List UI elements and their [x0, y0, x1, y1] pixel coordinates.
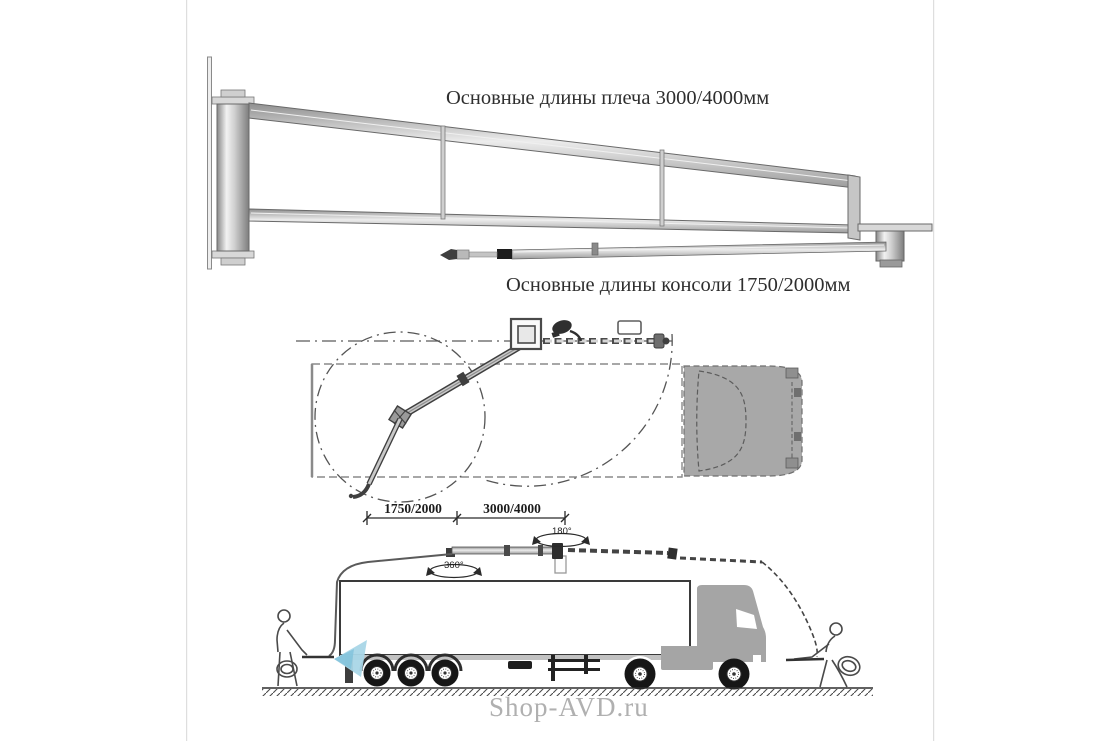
trailer-plan-outline — [311, 363, 683, 478]
rotation-ellipse-360 — [426, 563, 482, 579]
hose-to-right-worker — [761, 561, 819, 658]
console-fitting — [456, 249, 470, 260]
worker-right — [785, 622, 861, 688]
cab-plan-view — [683, 365, 803, 477]
boom-arm-over-truck — [446, 543, 563, 559]
elbow-rotation-label: 360° — [444, 560, 464, 571]
console-black-band — [497, 249, 512, 259]
cab-window — [736, 609, 757, 629]
console-arm-plan — [348, 417, 403, 499]
landing-gear — [548, 655, 600, 681]
trailer-mudflap — [345, 656, 353, 683]
truck-cab-side-view — [622, 585, 766, 692]
pivot-column-top-cap — [220, 89, 246, 98]
lower-flange — [211, 250, 255, 259]
console-swing-circle — [314, 331, 486, 503]
roof-hose-line — [328, 553, 453, 657]
boom-end-top-plate — [857, 223, 933, 232]
hose-coil-right — [837, 655, 861, 677]
console-mid-fitting — [591, 242, 599, 256]
shop-watermark: Shop-AVD.ru — [489, 692, 649, 722]
trailer-box — [339, 580, 691, 656]
spray-wand-right — [785, 657, 825, 662]
boom-brace-1 — [440, 125, 446, 220]
arm-dimension-label: 3000/4000 — [483, 501, 541, 516]
arm-length-caption: Основные длины плеча 3000/4000мм — [446, 87, 770, 109]
pivot-rotation-label: 180° — [552, 526, 572, 537]
console-rod — [468, 251, 498, 258]
wall-plate — [207, 56, 212, 270]
console-length-caption: Основные длины консоли 1750/2000мм — [506, 274, 851, 296]
wall-bracket-plan — [509, 317, 543, 351]
underbody-box — [508, 661, 532, 669]
pivot-column — [216, 103, 250, 252]
elbow-joint-plan — [388, 405, 412, 429]
ground-line — [262, 687, 873, 696]
hose-coil-left — [276, 660, 298, 678]
trailer-wheels — [363, 659, 459, 687]
washing-scene — [262, 532, 873, 696]
nozzle-tip — [440, 249, 457, 260]
main-arm-plan — [400, 340, 526, 420]
trailer-bottom-rail — [340, 655, 690, 660]
worker-left — [276, 609, 334, 687]
boom-swing-arc — [481, 333, 673, 487]
boom-brace-2 — [659, 149, 665, 227]
tractor-wheels — [624, 658, 750, 690]
stowed-arm-dashed — [567, 547, 819, 658]
console-arm-side-view — [440, 241, 887, 260]
dimension-lines — [362, 511, 570, 525]
jib-crane-side-view — [207, 56, 933, 270]
top-plan-view — [296, 317, 803, 503]
stowed-arm-plan — [543, 333, 670, 349]
pivot-column-bottom-cap — [220, 257, 246, 266]
cab-plan-windshield — [696, 370, 747, 472]
control-box-plan — [617, 320, 642, 335]
upper-flange — [211, 96, 255, 105]
content-edge-lines — [186, 0, 935, 741]
console-dimension-label: 1750/2000 — [384, 501, 442, 516]
spray-gun-plan — [551, 320, 583, 342]
boom-end-plate — [847, 174, 861, 241]
rotation-ellipse-180 — [532, 532, 590, 548]
